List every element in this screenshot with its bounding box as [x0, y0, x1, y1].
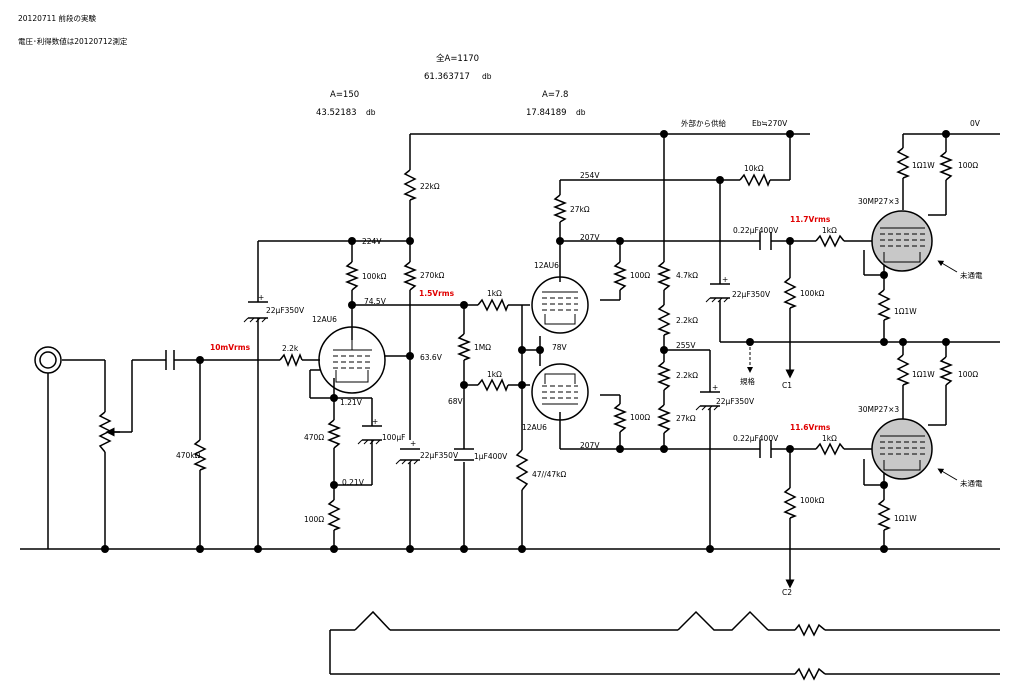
- out-bot-signal-label: 11.6Vrms: [790, 423, 831, 432]
- stage1-out-signal-label: 1.5Vrms: [419, 289, 455, 298]
- tube-stage1-label: 12AU6: [312, 315, 337, 324]
- tube-stage2-bottom-label: 12AU6: [522, 423, 547, 432]
- v-k2-label: 0.21V: [342, 478, 365, 487]
- r-grid-top-label: 1kΩ: [487, 289, 502, 298]
- stage1-db-unit: db: [366, 108, 376, 117]
- r-k-out-top-label: 1Ω1W: [894, 307, 917, 316]
- r-div1-label: 4.7kΩ: [676, 271, 698, 280]
- stage2-db-unit: db: [576, 108, 586, 117]
- svg-text:+: +: [258, 293, 264, 302]
- r-grid-out-bot-label: 1kΩ: [822, 434, 837, 443]
- c-g-label: 1μF400V: [474, 452, 508, 461]
- tube-stage2-bottom-icon: [531, 363, 589, 421]
- total-db-unit: db: [482, 72, 492, 81]
- junction-dots: [101, 130, 950, 553]
- r-stop-bot-label: 100Ω: [630, 413, 650, 422]
- svg-text:+: +: [410, 439, 416, 448]
- v-b-stage1-label: 224V: [362, 237, 382, 246]
- r-stop-top-label: 100Ω: [630, 271, 650, 280]
- note-out-bot-label: 未通電: [960, 478, 983, 488]
- c2-label: C2: [782, 588, 792, 597]
- tube-out-top-label: 30MP27×3: [858, 197, 899, 206]
- v-div-label: 255V: [676, 341, 696, 350]
- out-top-signal-label: 11.7Vrms: [790, 215, 831, 224]
- c-feed-label: 22μF350V: [732, 290, 771, 299]
- c1-label: C1: [782, 381, 792, 390]
- tube-out-bot-label: 30MP27×3: [858, 405, 899, 414]
- total-db: 61.363717: [424, 72, 470, 82]
- wiring: [20, 133, 1000, 675]
- v-k-stage2-label: 78V: [552, 343, 568, 352]
- r-p-out-top-label: 1Ω1W: [912, 161, 935, 170]
- tube-stage2-top-icon: [531, 276, 589, 334]
- title-line-2: 電圧･利得数値は20120712測定: [18, 36, 128, 46]
- title-line-1: 20120711 前段の実験: [18, 13, 97, 23]
- r-k1-label: 470Ω: [304, 433, 324, 442]
- c-bypass-stage1-label: 22μF350V: [266, 306, 305, 315]
- r-grid-bot-label: 1kΩ: [487, 370, 502, 379]
- r-div3-label: 2.2kΩ: [676, 371, 698, 380]
- c-k-label: 100μF: [382, 433, 405, 442]
- eb-label: Eb≒270V: [752, 119, 788, 128]
- r-gl-label: 1MΩ: [474, 343, 491, 352]
- svg-text:+: +: [372, 417, 378, 426]
- v-k1-label: 1.21V: [340, 398, 363, 407]
- r-gl-out-top-label: 100kΩ: [800, 289, 825, 298]
- capacitors: + + + + +: [165, 232, 772, 465]
- stage1-db: 43.52183: [316, 108, 357, 118]
- r-input-label: 470kΩ: [176, 451, 201, 460]
- r-feed-label: 10kΩ: [744, 164, 764, 173]
- r-pl-out-bot-label: 100Ω: [958, 370, 978, 379]
- r-plate-top-label: 22kΩ: [420, 182, 440, 191]
- output-tube-top-icon: [871, 210, 933, 272]
- total-gain: 全A=1170: [436, 53, 479, 64]
- v-b-stage2-label: 254V: [580, 171, 600, 180]
- r-dec-label: 27kΩ: [570, 205, 590, 214]
- c-div-label: 22μF350V: [716, 397, 755, 406]
- v-plate-bot-label: 207V: [580, 441, 600, 450]
- r-p-out-bot-label: 1Ω1W: [912, 370, 935, 379]
- tube-stage2-top-label: 12AU6: [534, 261, 559, 270]
- svg-text:+: +: [712, 383, 718, 392]
- c-couple-top-label: 0.22μF400V: [733, 226, 779, 235]
- input-signal-label: 10mVrms: [210, 343, 251, 352]
- r-k-out-bot-label: 1Ω1W: [894, 514, 917, 523]
- stage1-gain: A=150: [330, 90, 359, 100]
- resistors: [193, 147, 954, 681]
- r-pl-out-top-label: 100Ω: [958, 161, 978, 170]
- input-jack-icon: [34, 346, 62, 549]
- svg-text:+: +: [722, 275, 728, 284]
- supply-label: 外部から供給: [681, 118, 726, 128]
- v-gbias-label: 68V: [448, 397, 464, 406]
- v-screen-label: 63.6V: [420, 353, 443, 362]
- r-screen-label: 270kΩ: [420, 271, 445, 280]
- note-out-top-label: 未通電: [960, 270, 983, 280]
- r-grid-out-top-label: 1kΩ: [822, 226, 837, 235]
- r-div2-label: 2.2kΩ: [676, 316, 698, 325]
- output-tube-bottom-icon: [871, 418, 933, 480]
- r-grid-stage1-label: 2.2k: [282, 344, 299, 353]
- r-div4-label: 27kΩ: [676, 414, 696, 423]
- r-k2-label: 100Ω: [304, 515, 324, 524]
- r-load-stage1-label: 100kΩ: [362, 272, 387, 281]
- note-arrows: [785, 260, 958, 589]
- bias-label: 規格: [740, 376, 755, 386]
- tube-stage1-icon: [318, 326, 386, 394]
- r-k-stage2-label: 47//47kΩ: [532, 470, 566, 479]
- volume-pot-icon: [98, 411, 120, 453]
- c-couple-bot-label: 0.22μF400V: [733, 434, 779, 443]
- c-screen-label: 22μF350V: [420, 451, 459, 460]
- zero-volt-label: 0V: [970, 119, 981, 128]
- v-plate-stage1-label: 74.5V: [364, 297, 387, 306]
- r-gl-out-bot-label: 100kΩ: [800, 496, 825, 505]
- stage2-db: 17.84189: [526, 108, 567, 118]
- stage2-gain: A=7.8: [542, 90, 568, 100]
- v-plate-top-label: 207V: [580, 233, 600, 242]
